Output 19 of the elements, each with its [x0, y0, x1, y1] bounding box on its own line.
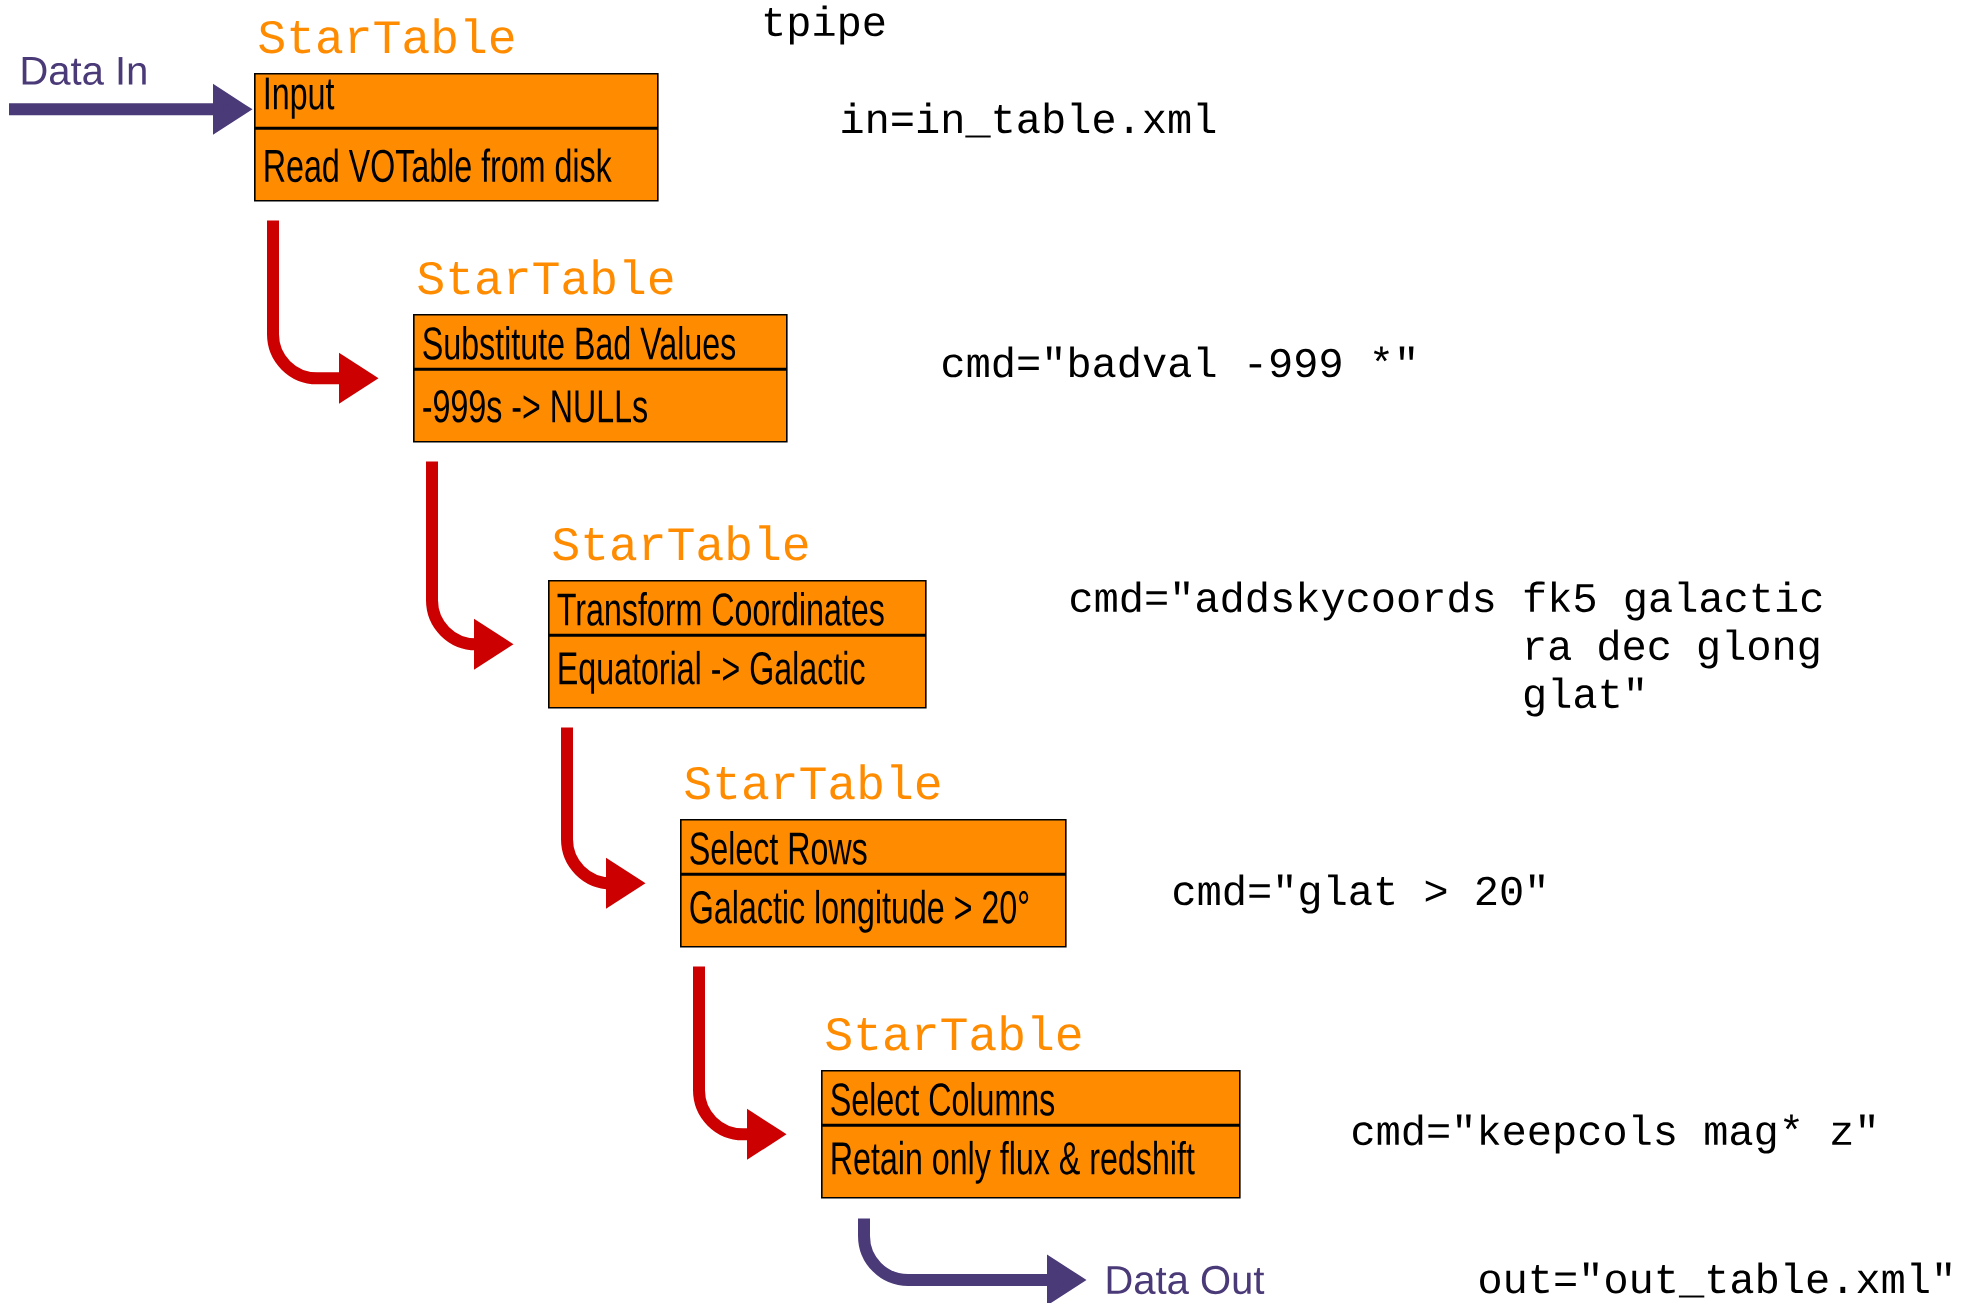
box-heading: StarTable — [685, 764, 940, 800]
command-text: out="out_table.xml" — [1480, 1262, 1951, 1298]
flow-label: Data Out — [1107, 1265, 1265, 1295]
process-box: Select Columns Retain only flux & redshift — [821, 1070, 1241, 1199]
process-box: Input Read VOTable from disk — [254, 73, 659, 202]
box-heading: StarTable — [259, 18, 514, 54]
process-box: Substitute Bad Values -999s -> NULLs — [413, 314, 788, 443]
process-box: Select Rows Galactic longitude > 20° — [680, 819, 1067, 948]
box-heading: StarTable — [553, 525, 808, 561]
command-text: cmd="glat > 20" — [1174, 874, 1544, 914]
command-text: in=in_table.xml — [842, 102, 1216, 138]
process-box: Transform Coordinates Equatorial -> Galactic — [548, 580, 927, 709]
command-text: cmd="badval -999 *" — [943, 346, 1414, 378]
command-text: cmd="addskycoords fk5 galactic ra dec glong glat" — [1071, 581, 1822, 717]
flow-label: Data In — [22, 57, 146, 85]
command-text: tpipe — [764, 5, 885, 45]
command-text: cmd="keepcols mag* z" — [1353, 1114, 1874, 1154]
box-heading: StarTable — [418, 259, 673, 295]
box-heading: StarTable — [826, 1015, 1081, 1051]
